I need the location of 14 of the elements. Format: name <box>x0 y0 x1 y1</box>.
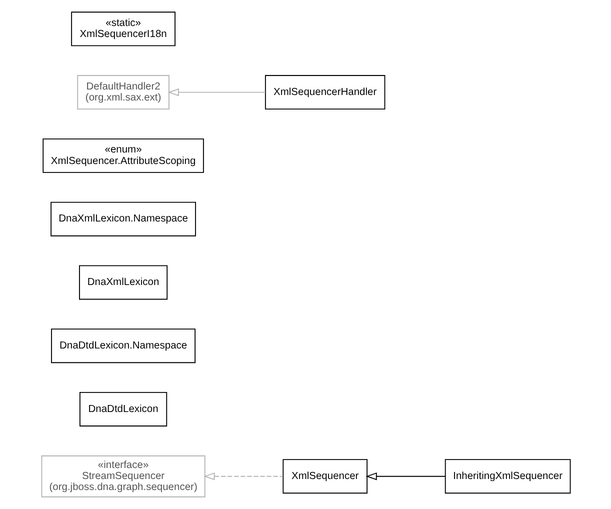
arrow <box>365 472 446 480</box>
node-box: DnaDtdLexicon.Namespace <box>50 328 196 364</box>
node-box: XmlSequencerHandler <box>264 75 385 110</box>
node-box: «enum» XmlSequencer.AttributeScoping <box>42 138 204 173</box>
node-box: DefaultHandler2 (org.xml.sax.ext) <box>76 75 169 110</box>
node-box: «static» XmlSequencerI18n <box>70 12 175 46</box>
node-box: XmlSequencer <box>282 459 368 494</box>
node-box: DnaDtdLexicon <box>78 392 167 426</box>
node-box: DnaXmlLexicon <box>78 265 168 300</box>
arrow <box>203 472 283 480</box>
node-box: DnaXmlLexicon.Namespace <box>50 202 196 236</box>
node-box: «interface» StreamSequencer (org.jboss.dna.graph.sequencer) <box>40 455 205 498</box>
arrow <box>167 88 266 96</box>
node-box: InheritingXmlSequencer <box>444 459 570 494</box>
